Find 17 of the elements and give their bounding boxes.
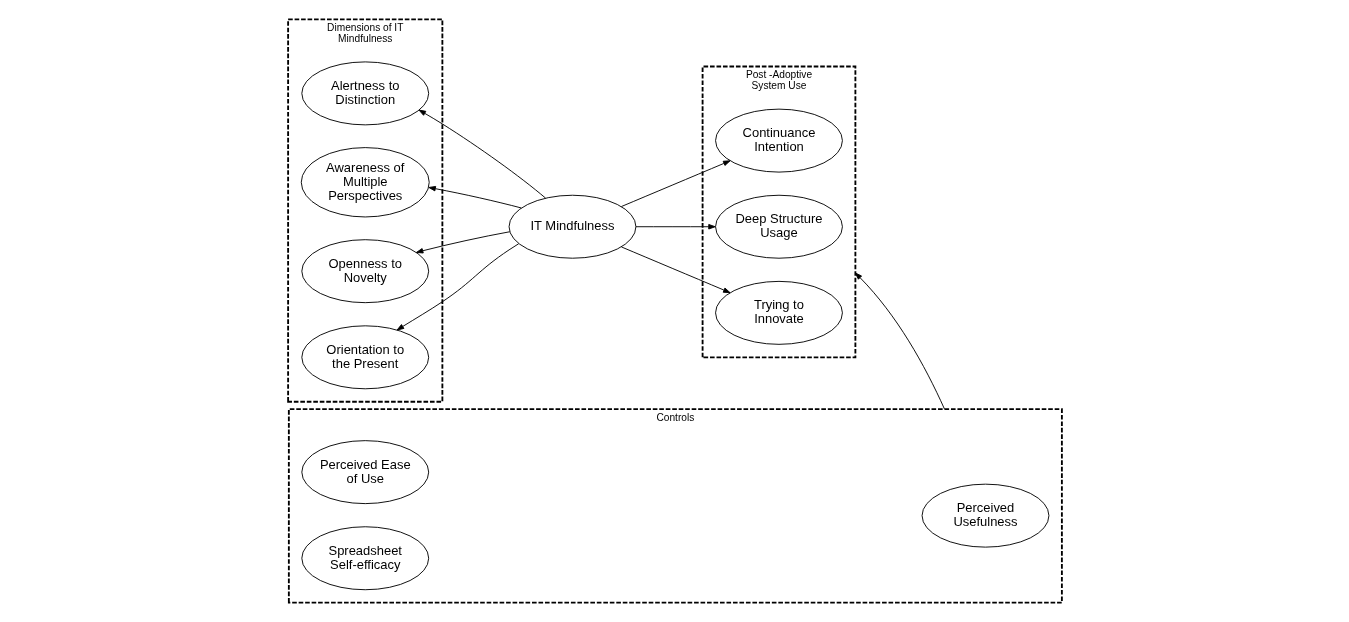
- arrow: [396, 243, 519, 331]
- arrow: [854, 272, 945, 410]
- node-ellipse: Perceived Usefulness: [921, 483, 1049, 548]
- arrow: [427, 185, 522, 209]
- node-ellipse: Awareness of Multiple Perspectives: [300, 147, 430, 218]
- node-ellipse: IT Mindfulness: [508, 194, 636, 259]
- node-ellipse: Trying to Innovate: [714, 280, 843, 345]
- arrow: [418, 109, 546, 199]
- node-ellipse: Spreadsheet Self-efficacy: [300, 526, 429, 591]
- node-ellipse: Perceived Ease of Use: [300, 440, 429, 505]
- arrow: [415, 231, 510, 254]
- node-ellipse: Openness to Novelty: [300, 239, 429, 304]
- arrow: [620, 246, 730, 294]
- arrow: [620, 160, 730, 207]
- arrow: [634, 224, 716, 230]
- node-ellipse: Continuance Intention: [714, 108, 843, 173]
- node-ellipse: Deep Structure Usage: [714, 194, 843, 259]
